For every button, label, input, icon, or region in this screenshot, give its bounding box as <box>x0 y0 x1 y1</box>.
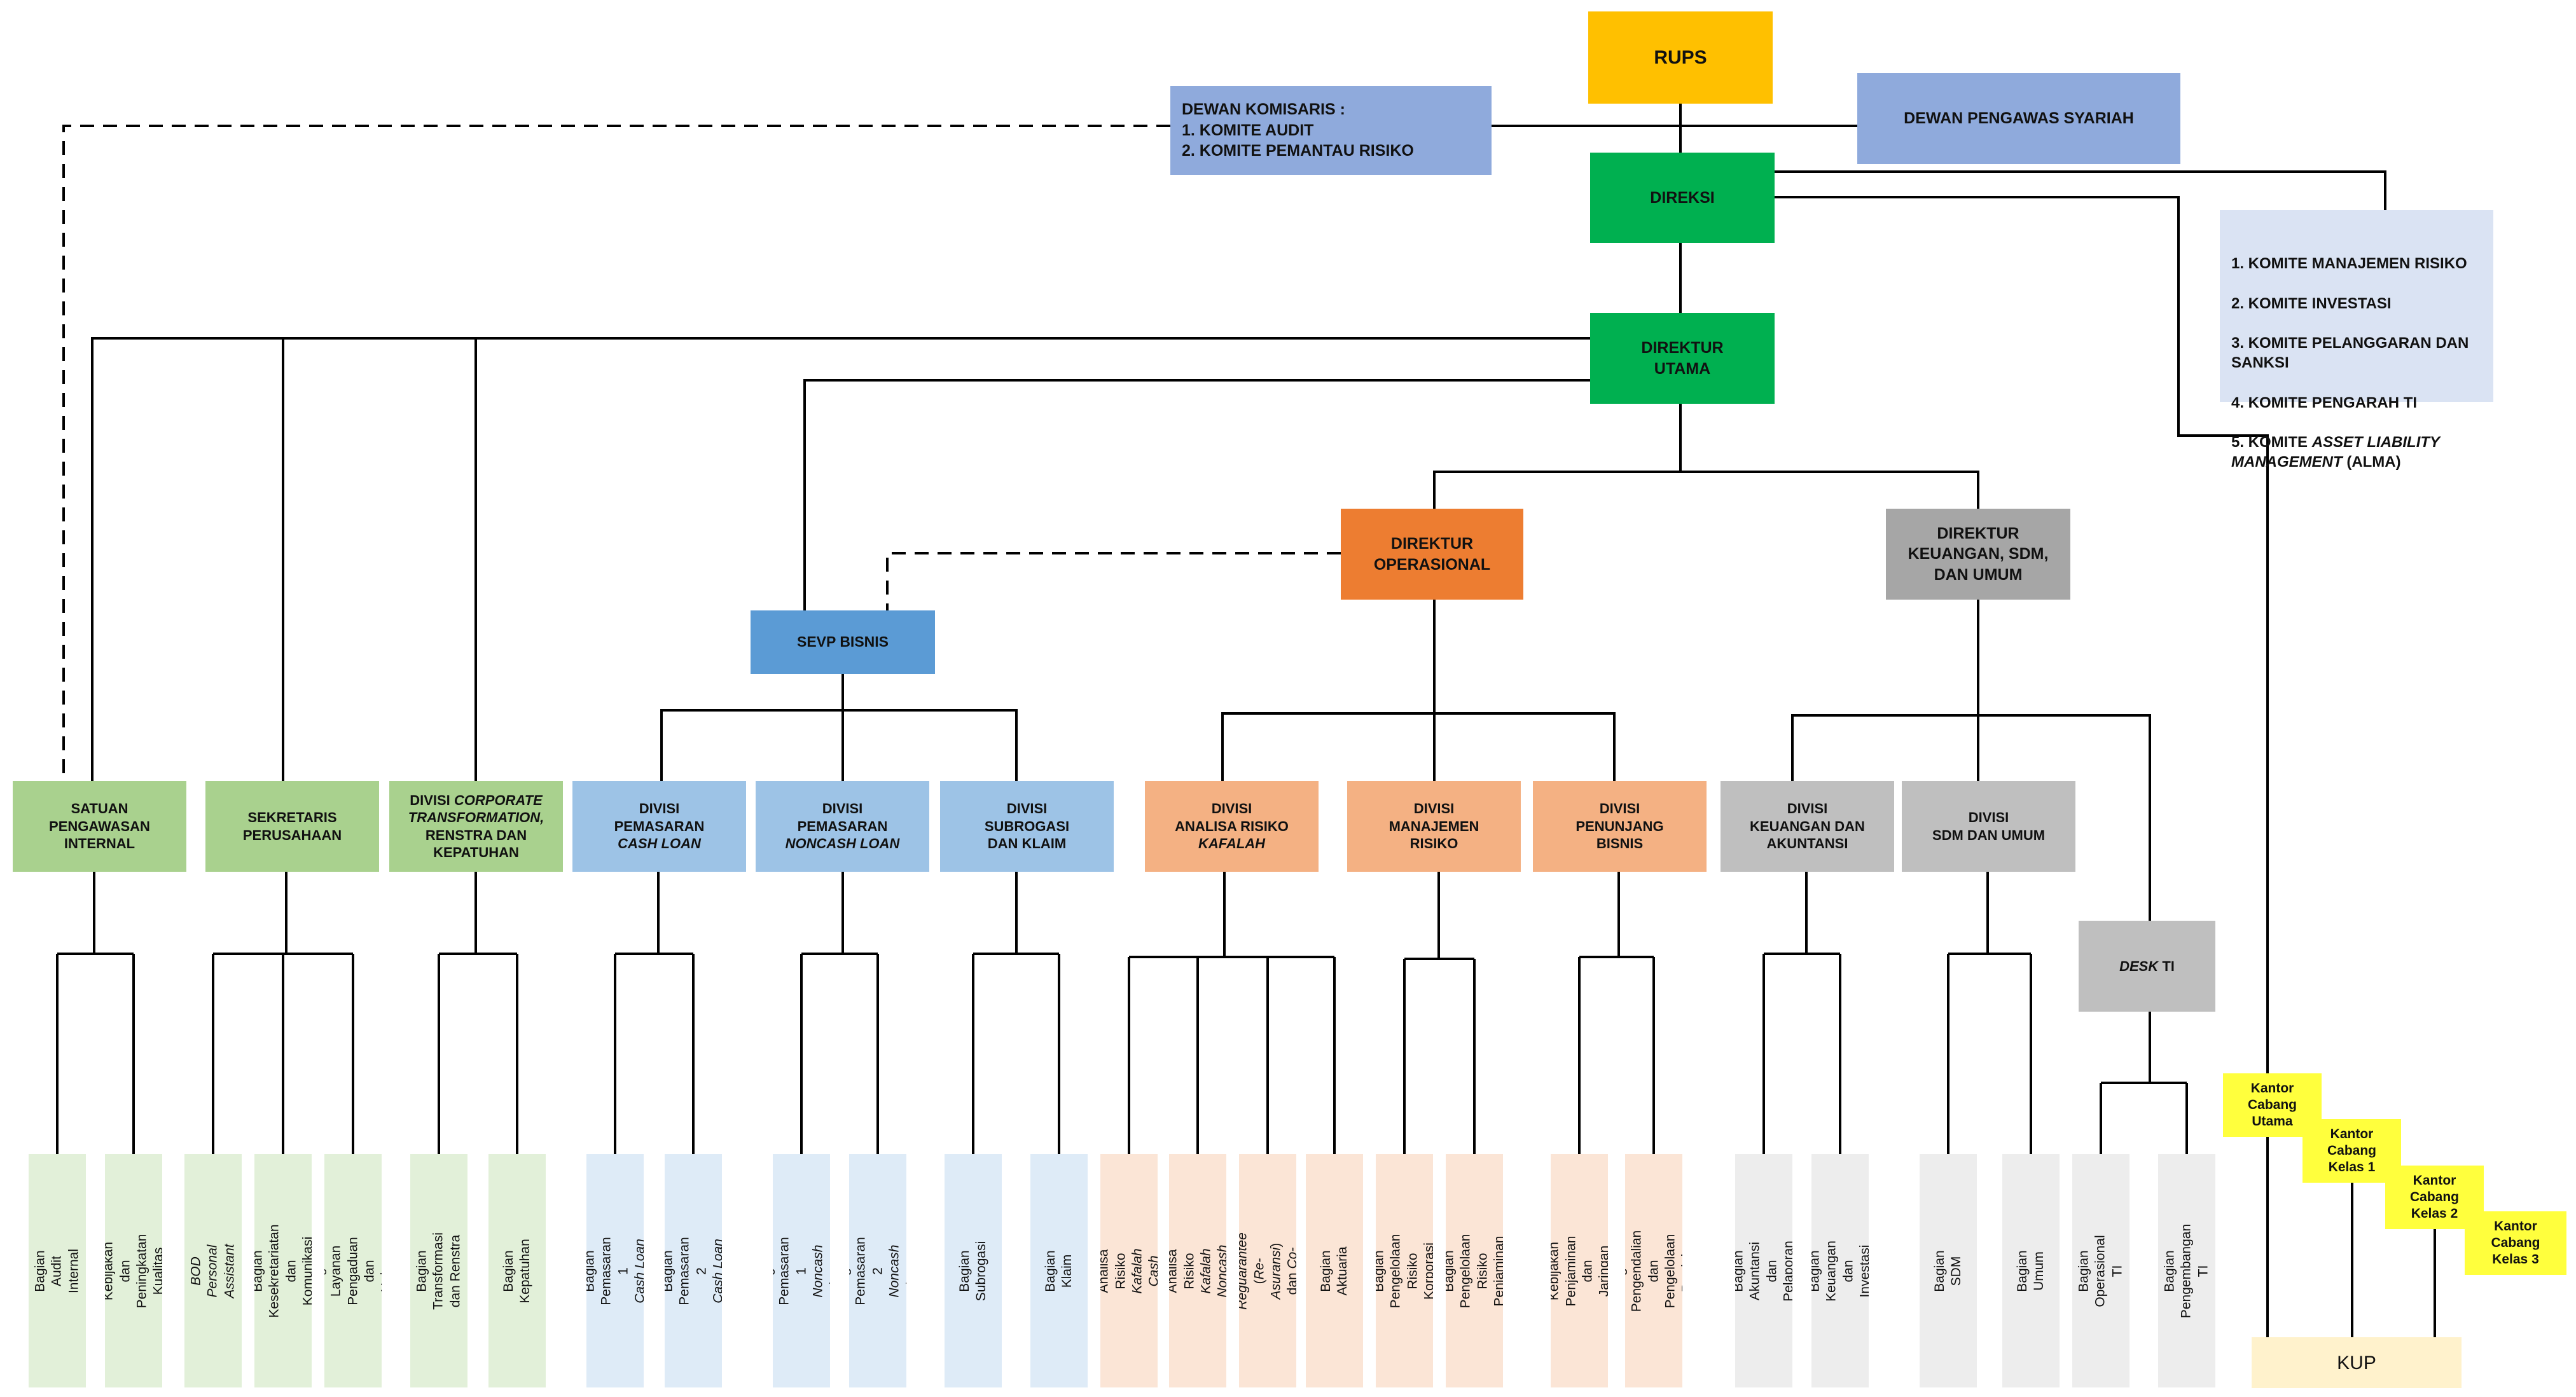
komite-item-2: 2. KOMITE INVESTASI <box>2231 294 2392 312</box>
connector-line <box>1775 196 2269 1073</box>
node-dewan-pengawas-syariah: DEWAN PENGAWAS SYARIAH <box>1857 73 2180 164</box>
node-divisi-corporate: DIVISI CORPORATE TRANSFORMATION, RENSTRA… <box>389 781 563 872</box>
leaf-sdm: Bagian SDM <box>1920 1154 1977 1387</box>
node-divisi-keuangan: DIVISI KEUANGAN DAN AKUNTANSI <box>1721 781 1894 872</box>
connector-line <box>803 379 1590 610</box>
connector-line <box>1434 712 1616 781</box>
node-desk-ti: DESK TI <box>2079 921 2215 1012</box>
leaf-investasi: Bagian Keuangan dan Investasi <box>1811 1154 1869 1387</box>
leaf-operasional-ti: Bagian Operasional TI <box>2072 1154 2129 1387</box>
leaf-aktuaria: Bagian Aktuaria <box>1306 1154 1363 1387</box>
connector-line <box>1433 404 1682 509</box>
node-divisi-manajemen-risiko: DIVISI MANAJEMEN RISIKO <box>1347 781 1521 872</box>
leaf-klaim: Bagian Klaim <box>1030 1154 1088 1387</box>
leaf-transformasi: Bagian Transformasi dan Renstra <box>410 1154 467 1387</box>
divisi-corporate-label: DIVISI CORPORATE TRANSFORMATION, RENSTRA… <box>408 792 544 861</box>
node-kantor-cabang-kelas-1: Kantor Cabang Kelas 1 <box>2302 1119 2401 1183</box>
leaf-reguarantee: Bagian Reguarantee(Re-Asuransi)dan Co-Br… <box>1239 1154 1296 1387</box>
komite-item-4: 4. KOMITE PENGARAH TI <box>2231 394 2418 411</box>
node-satuan-pengawasan-internal: SATUAN PENGAWASAN INTERNAL <box>13 781 186 872</box>
node-rups: RUPS <box>1588 11 1773 104</box>
connector-line <box>91 337 1590 781</box>
node-direksi: DIREKSI <box>1590 153 1775 243</box>
leaf-audit-internal: Bagian Audit Internal <box>29 1154 86 1387</box>
leaf-kepatuhan: Bagian Kepatuhan <box>488 1154 546 1387</box>
connector-line <box>1221 600 1436 781</box>
node-kantor-cabang-kelas-3: Kantor Cabang Kelas 3 <box>2465 1211 2566 1275</box>
komite-item-5: 5. KOMITE ASSET LIABILITY MANAGEMENT (AL… <box>2231 433 2440 471</box>
node-direktur-keuangan: DIREKTUR KEUANGAN, SDM, DAN UMUM <box>1886 509 2070 600</box>
node-direktur-operasional: DIREKTUR OPERASIONAL <box>1341 509 1523 600</box>
node-divisi-subrogasi: DIVISI SUBROGASI DAN KLAIM <box>940 781 1114 872</box>
leaf-kesekretariatan: Bagian Kesekretariatan dan Komunikasi <box>254 1154 312 1387</box>
connector-line <box>1680 471 1979 509</box>
node-divisi-sdm: DIVISI SDM DAN UMUM <box>1902 781 2075 872</box>
dashed-connector-line <box>886 552 1341 610</box>
connector-line <box>843 709 1018 781</box>
node-dewan-komisaris: DEWAN KOMISARIS : 1. KOMITE AUDIT 2. KOM… <box>1170 86 1492 175</box>
connector-line <box>1791 600 1979 781</box>
leaf-layanan-pengaduan: Bagian Layanan Pengaduan dan Hukum <box>324 1154 382 1387</box>
node-kup: KUP <box>2252 1337 2462 1388</box>
leaf-risiko-korporasi: Bagian Pengelolaan Risiko Korporasi <box>1376 1154 1433 1387</box>
connector-line <box>1775 170 2386 210</box>
dashed-connector-line <box>62 125 1170 781</box>
node-direktur-utama: DIREKTUR UTAMA <box>1590 313 1775 404</box>
connector-line <box>1978 714 2151 921</box>
komite-item-3: 3. KOMITE PELANGGARAN DAN SANKSI <box>2231 334 2469 372</box>
leaf-kebijakan-penjaminan: Bagian Kebijakan Penjaminan dan Jaringan… <box>1551 1154 1608 1387</box>
node-sevp-bisnis: SEVP BISNIS <box>751 610 935 674</box>
komite-item-1: 1. KOMITE MANAJEMEN RISIKO <box>2231 255 2467 273</box>
connector-line <box>660 674 844 781</box>
leaf-akuntansi: Bagian Akuntansi dan Pelaporan <box>1735 1154 1792 1387</box>
node-divisi-penunjang-bisnis: DIVISI PENUNJANG BISNIS <box>1533 781 1707 872</box>
leaf-subrogasi: Bagian Subrogasi <box>945 1154 1002 1387</box>
leaf-pengendalian-produk: Bagian Pengendalian dan Pengelolaan Prod… <box>1625 1154 1682 1387</box>
node-komite-list: 1. KOMITE MANAJEMEN RISIKO 2. KOMITE INV… <box>2220 210 2493 471</box>
leaf-kualitas-audit: Bagian Kebijakan dan Peningkatan Kualita… <box>105 1154 162 1387</box>
leaf-risiko-penjaminan: Bagian Pengelolaan Risiko Penjaminan <box>1446 1154 1503 1387</box>
leaf-pengembangan-ti: Bagian Pengembangan TI <box>2158 1154 2215 1387</box>
node-sekretaris-perusahaan: SEKRETARIS PERUSAHAAN <box>205 781 379 872</box>
leaf-umum: Bagian Umum <box>2002 1154 2060 1387</box>
